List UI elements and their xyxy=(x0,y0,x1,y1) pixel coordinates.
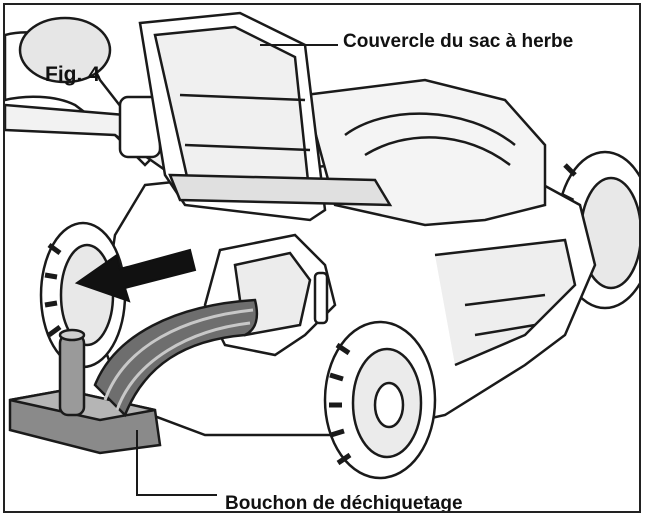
figure-frame: Fig. 4 Couvercle du sac à herbe Bouchon … xyxy=(3,3,641,513)
mower-illustration xyxy=(5,11,639,496)
front-right-wheel xyxy=(323,320,437,480)
mulching-plug-label: Bouchon de déchiquetage xyxy=(225,493,463,513)
plug-leader-line xyxy=(136,430,217,496)
figure-label: Fig. 4 xyxy=(45,63,100,86)
handle-bar xyxy=(5,16,177,172)
mulching-plug xyxy=(8,298,259,455)
callout-leaders xyxy=(136,44,338,496)
grass-bag-cover xyxy=(138,11,393,222)
grass-bag-cover-label: Couvercle du sac à herbe xyxy=(343,31,574,52)
removal-arrow xyxy=(74,248,197,303)
